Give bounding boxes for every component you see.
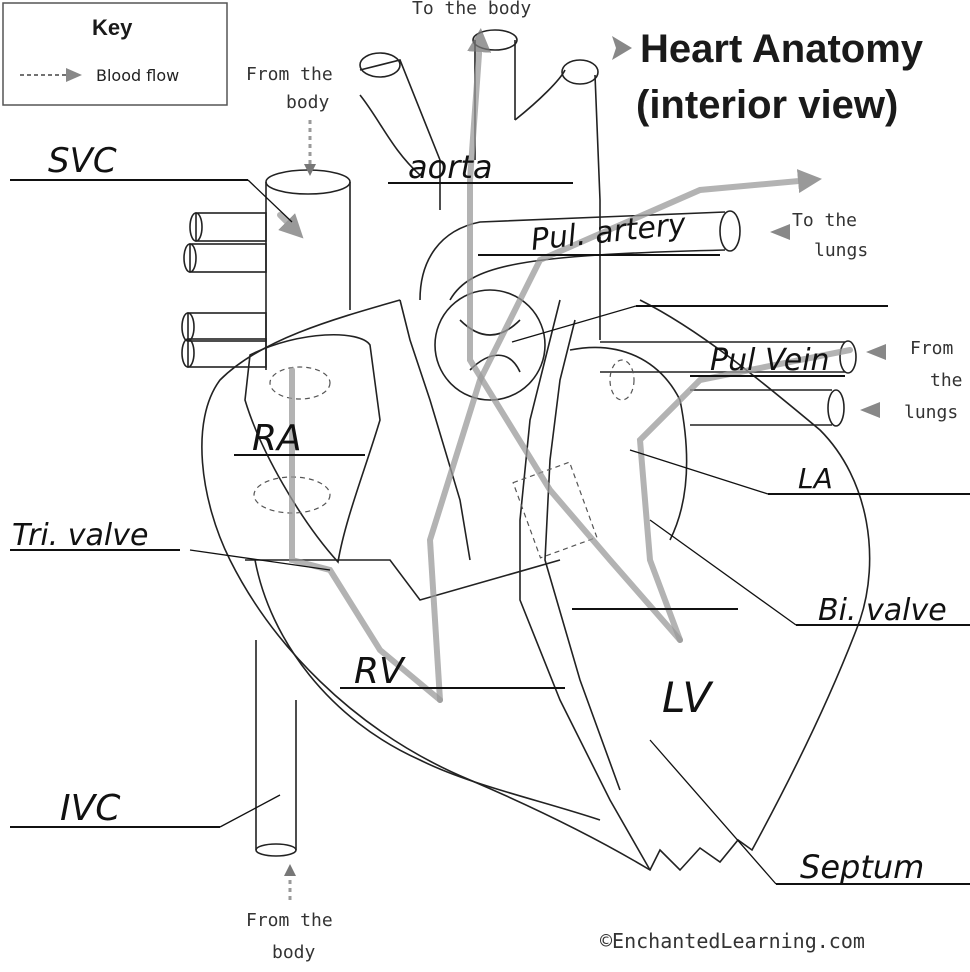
hand-label-bi-valve: Bi. valve: [818, 593, 947, 628]
label-to-the-lungs-2: lungs: [814, 240, 868, 261]
label-from-the-body-bottom-1: From the: [246, 910, 333, 931]
label-to-the-body-top: To the body: [412, 0, 531, 19]
key-box: Key Blood flow: [3, 3, 227, 105]
label-from-the-body-top-2: body: [286, 92, 330, 113]
hand-label-septum: Septum: [800, 848, 924, 886]
left-side-vessels: [182, 213, 266, 367]
from-lungs-arrow-icon-2: [860, 402, 880, 418]
hand-label-tri-valve: Tri. valve: [12, 518, 148, 553]
hand-label-ra: RA: [252, 418, 302, 459]
title-line-1: Heart Anatomy: [640, 27, 924, 71]
copyright-text: ©EnchantedLearning.com: [600, 929, 865, 953]
label-to-the-lungs-1: To the: [792, 210, 857, 231]
key-heading: Key: [92, 15, 133, 40]
title-line-2: (interior view): [636, 83, 898, 127]
hand-label-rv: RV: [354, 651, 406, 692]
hand-label-lv: LV: [662, 673, 714, 722]
key-entry: Blood flow: [96, 66, 179, 85]
heart-outline: [202, 300, 870, 870]
left-heart-chambers: [513, 347, 686, 557]
hand-label-pul-vein: Pul Vein: [710, 343, 830, 378]
from-lungs-arrow-icon-1: [866, 344, 886, 360]
answer-lines: [10, 180, 970, 884]
blood-flow-paths: [280, 40, 850, 900]
hand-label-svc: SVC: [48, 141, 117, 181]
label-from-the-lungs-2: the: [930, 370, 963, 391]
label-from-the-lungs-1: From: [910, 338, 953, 359]
label-from-the-lungs-3: lungs: [904, 402, 958, 423]
label-from-the-body-bottom-2: body: [272, 942, 316, 963]
title-arrow-icon: [612, 36, 632, 60]
label-from-the-body-top-1: From the: [246, 64, 333, 85]
inferior-vena-cava: [256, 640, 296, 856]
pulmonary-valve: [400, 290, 650, 870]
hand-label-aorta: aorta: [408, 148, 493, 186]
to-lungs-arrow-icon: [770, 224, 790, 240]
superior-vena-cava: [266, 170, 350, 370]
hand-label-la: LA: [798, 462, 833, 495]
hand-label-ivc: IVC: [60, 788, 121, 829]
title: Heart Anatomy (interior view): [612, 27, 924, 127]
pointer-lines: [190, 180, 796, 884]
hand-label-pul-artery: Pul. artery: [529, 207, 689, 258]
